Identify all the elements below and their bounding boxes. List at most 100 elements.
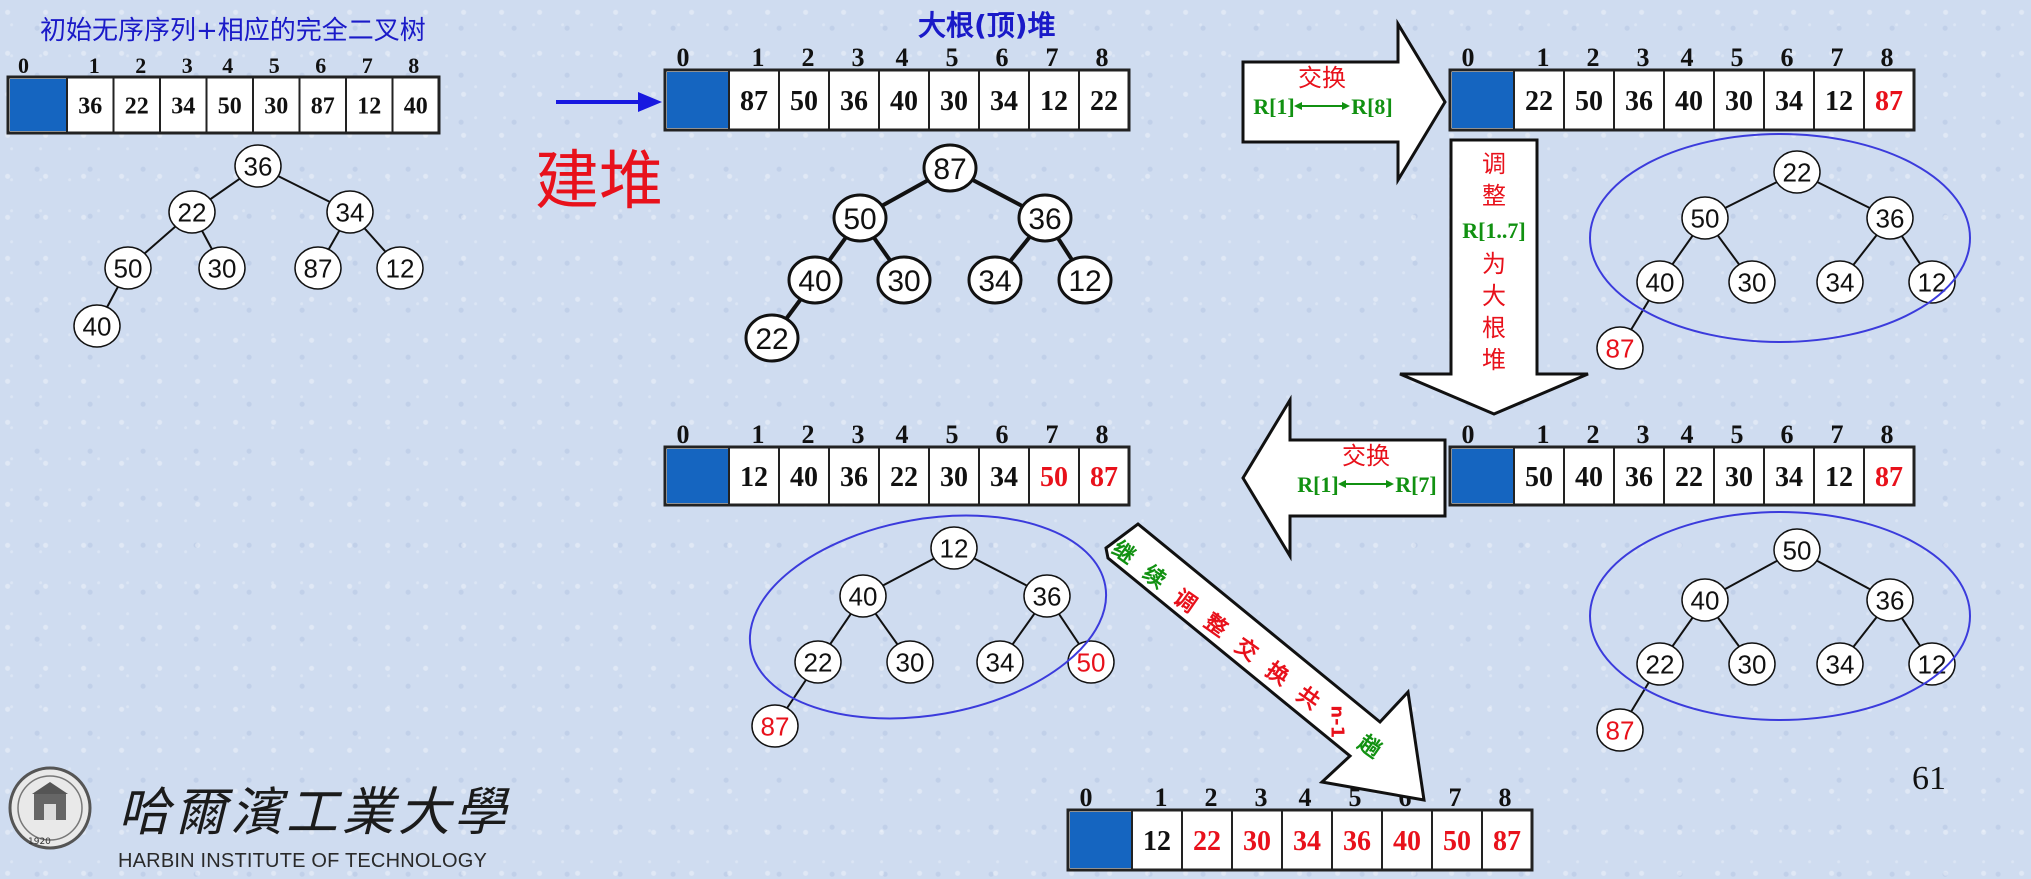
tree-node-label: 87: [304, 253, 333, 283]
array-cell-value: 50: [218, 94, 242, 120]
array-cell-value: 22: [1090, 86, 1118, 117]
tree-node: [198, 246, 246, 290]
index-label: 0: [1080, 783, 1093, 812]
tree-node-label: 12: [940, 533, 969, 563]
slide-number: 61: [1912, 760, 1946, 797]
tree-node-label: 30: [1738, 649, 1767, 679]
swap-right-operand: R[8]: [1351, 94, 1393, 119]
array-cell-value: 50: [790, 86, 818, 117]
tree-node: [787, 255, 843, 305]
array-cell-value: 36: [78, 94, 102, 120]
array-cell-value: 36: [1343, 826, 1371, 857]
tree-node: [1728, 642, 1776, 686]
index-label: 8: [1096, 43, 1109, 72]
tree-node-label: 36: [1876, 585, 1905, 615]
tree-node-label: 22: [1783, 157, 1812, 187]
array-cell-value: 87: [1875, 462, 1903, 493]
index-label: 7: [1449, 783, 1462, 812]
index-label: 7: [1831, 43, 1844, 72]
array-cell-value: 30: [940, 462, 968, 493]
tree-node-label: 34: [336, 197, 365, 227]
adjust-char: 整: [1482, 182, 1506, 210]
tree-node-label: 34: [1826, 267, 1855, 297]
index-label: 3: [1637, 43, 1650, 72]
tree-node-label: 36: [244, 151, 273, 181]
index-0-cell: [1452, 449, 1513, 503]
diagonal-arrow-char: n-1: [1326, 705, 1347, 738]
array-cell-value: 22: [125, 94, 149, 120]
tree-node-label: 30: [887, 265, 920, 298]
index-label: 8: [1881, 420, 1894, 449]
tree-node-label: 22: [178, 197, 207, 227]
tree-node: [1866, 196, 1914, 240]
tree-node: [1681, 578, 1729, 622]
index-0-cell: [1452, 72, 1513, 128]
tree-node-label: 36: [1876, 203, 1905, 233]
build-heap-arrowhead-icon: [638, 92, 662, 112]
index-label: 4: [1681, 420, 1694, 449]
tree-node: [104, 246, 152, 290]
tree-node-label: 30: [896, 647, 925, 677]
array-cell-value: 40: [790, 462, 818, 493]
tree-node-label: 87: [1606, 715, 1635, 745]
tree-node-label: 50: [1783, 535, 1812, 565]
tree-node: [1023, 574, 1071, 618]
array-cell-value: 50: [1040, 462, 1068, 493]
index-label: 7: [1046, 43, 1059, 72]
tree-node-label: 50: [843, 203, 876, 236]
index-label: 4: [1681, 43, 1694, 72]
array-cell-value: 34: [990, 86, 1018, 117]
university-name-english: HARBIN INSTITUTE OF TECHNOLOGY: [118, 850, 487, 872]
tree-node: [294, 246, 342, 290]
university-name-chinese: 哈爾濱工業大學: [118, 783, 511, 843]
array-cell-value: 30: [1243, 826, 1271, 857]
array-cell-value: 12: [740, 462, 768, 493]
tree-node-label: 87: [1606, 333, 1635, 363]
tree-node-label: 12: [1068, 265, 1101, 298]
tree-node: [1908, 260, 1956, 304]
tree-node-label: 12: [386, 253, 415, 283]
index-label: 2: [1205, 783, 1218, 812]
swap-label: 交换: [1298, 64, 1346, 92]
tree-node-label: 34: [978, 265, 1011, 298]
index-label: 6: [315, 53, 326, 78]
tree-node-label: 30: [208, 253, 237, 283]
array-cell-value: 36: [1625, 462, 1653, 493]
index-label: 3: [852, 43, 865, 72]
index-label: 2: [135, 53, 146, 78]
tree-node: [234, 144, 282, 188]
tree-node-label: 40: [849, 581, 878, 611]
index-label: 2: [1587, 43, 1600, 72]
swap-right-operand: R[7]: [1395, 472, 1437, 497]
array-cell-value: 34: [990, 462, 1018, 493]
index-label: 5: [1731, 420, 1744, 449]
index-label: 1: [1537, 420, 1550, 449]
index-label: 5: [1731, 43, 1744, 72]
tree-node: [168, 190, 216, 234]
index-label: 8: [1499, 783, 1512, 812]
index-label: 6: [1781, 420, 1794, 449]
tree-node: [922, 143, 978, 193]
swap-arrow-right: 交换R[1]R[8]: [1241, 18, 1447, 186]
array-cell-value: 40: [1393, 826, 1421, 857]
tree-node: [876, 255, 932, 305]
array-cell-value: 87: [311, 94, 335, 120]
adjust-char: 根: [1482, 314, 1506, 342]
initial-sequence-caption: 初始无序序列+相应的完全二叉树: [40, 16, 426, 46]
tree-node: [1728, 260, 1776, 304]
index-label: 6: [1781, 43, 1794, 72]
heap-boundary-ellipse: [1589, 511, 1971, 721]
tree-node: [930, 526, 978, 570]
array-cell-value: 34: [1775, 462, 1803, 493]
tree-node-label: 40: [83, 311, 112, 341]
swap-label: 交换: [1342, 442, 1390, 470]
tree-node-label: 87: [761, 711, 790, 741]
tree-node-label: 40: [1646, 267, 1675, 297]
